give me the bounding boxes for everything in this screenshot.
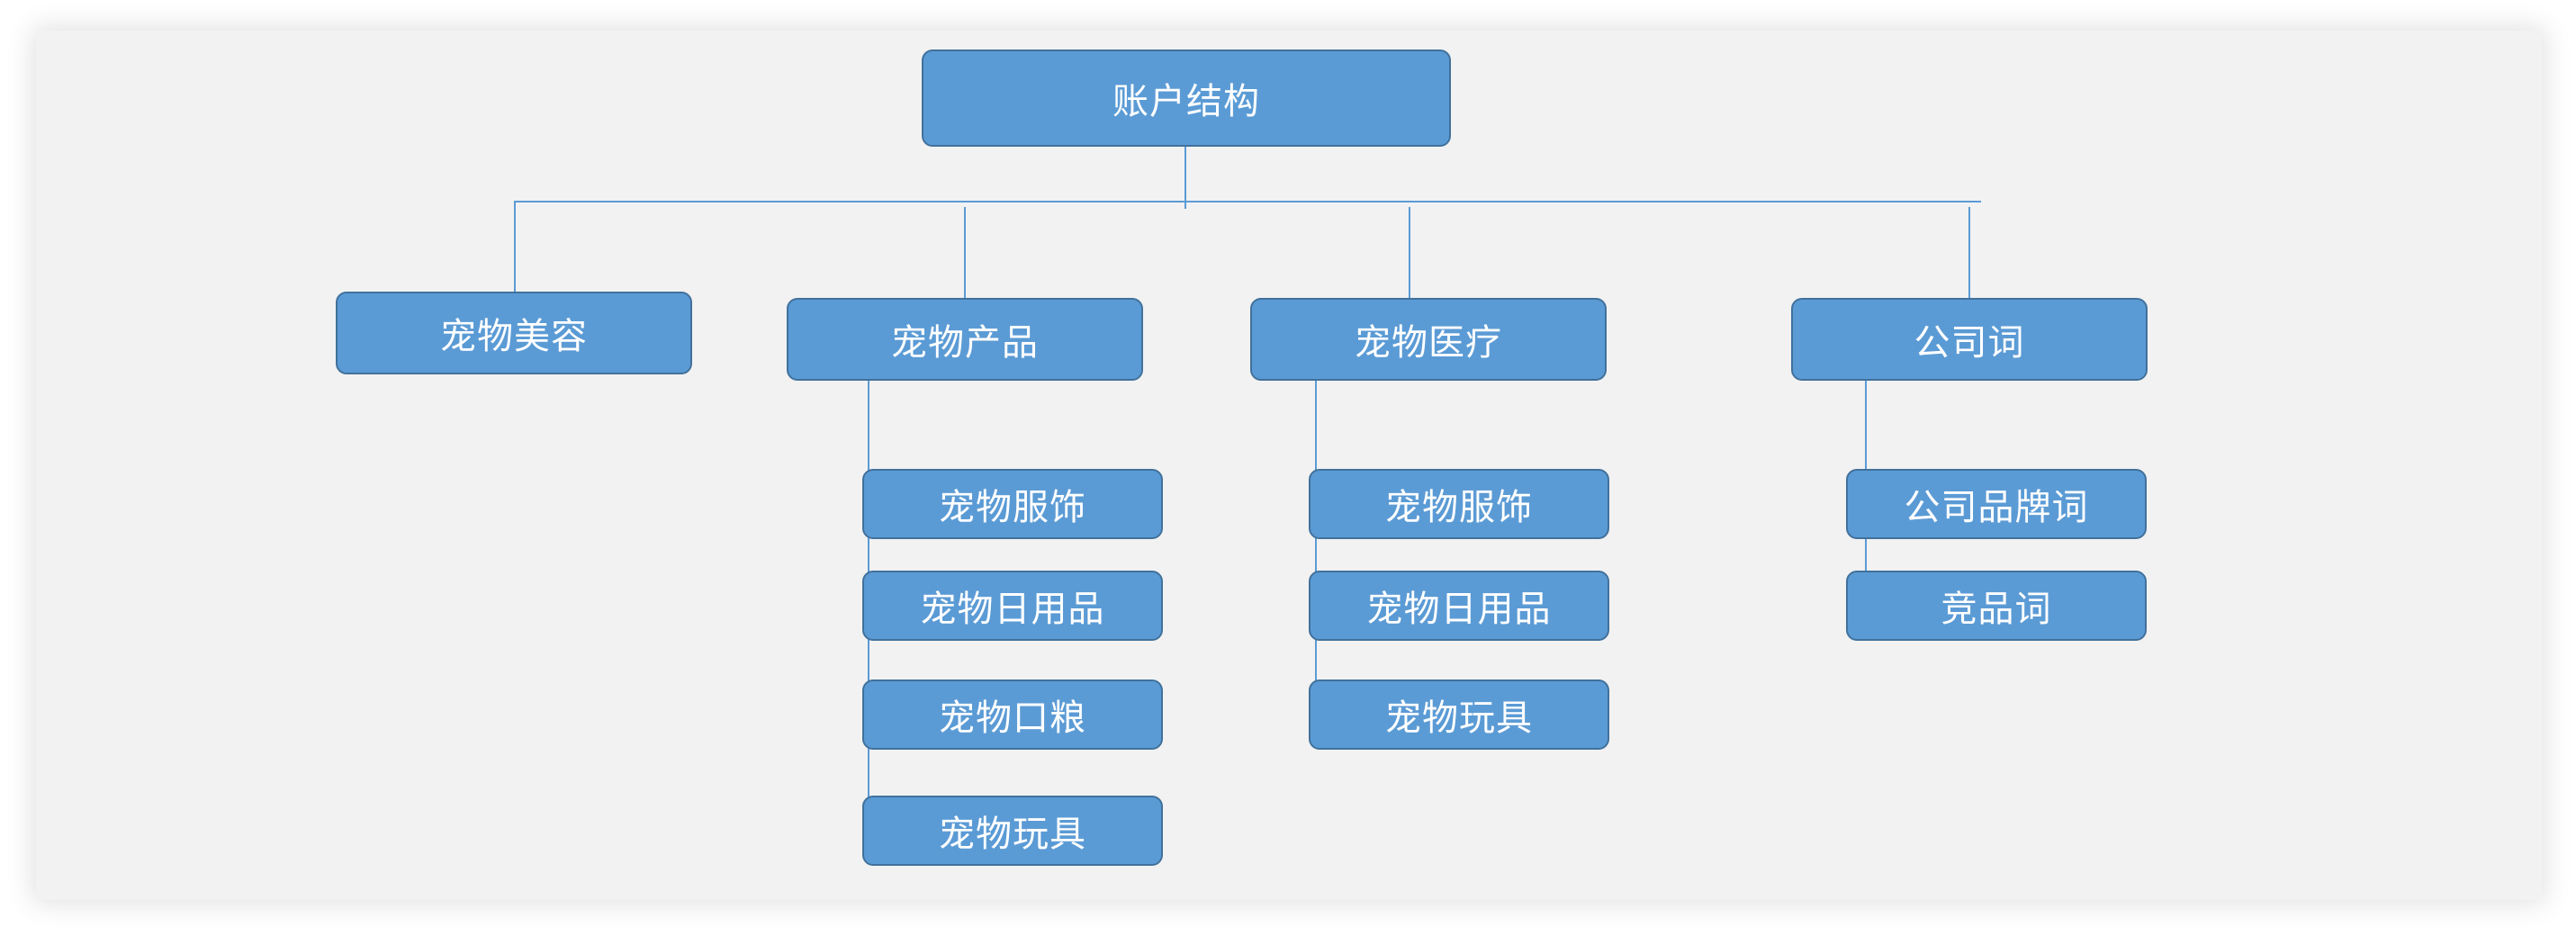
root-node-label: 账户结构 bbox=[1112, 81, 1260, 122]
root-node[interactable]: 账户结构 bbox=[922, 50, 1451, 147]
category-node-pet-medical[interactable]: 宠物医疗 bbox=[1250, 298, 1607, 381]
child-node-label: 宠物服饰 bbox=[939, 487, 1086, 528]
child-node[interactable]: 公司品牌词 bbox=[1846, 469, 2147, 539]
diagram-panel bbox=[36, 31, 2542, 900]
category-node-pet-grooming[interactable]: 宠物美容 bbox=[336, 292, 692, 374]
child-node[interactable]: 宠物服饰 bbox=[862, 469, 1163, 539]
child-node[interactable]: 宠物服饰 bbox=[1309, 469, 1609, 539]
child-node-label: 宠物服饰 bbox=[1385, 487, 1533, 528]
connector-to-category-3 bbox=[1409, 207, 1410, 299]
category-node-label: 公司词 bbox=[1914, 322, 2025, 364]
child-node[interactable]: 宠物日用品 bbox=[1309, 571, 1609, 641]
connector-bus bbox=[514, 201, 1981, 202]
child-node[interactable]: 宠物口粮 bbox=[862, 680, 1163, 750]
child-node-label: 公司品牌词 bbox=[1904, 487, 2089, 528]
child-node[interactable]: 竞品词 bbox=[1846, 571, 2147, 641]
connector-to-category-4 bbox=[1968, 207, 1970, 299]
category-node-label: 宠物美容 bbox=[440, 316, 588, 357]
child-node-label: 宠物日用品 bbox=[1366, 589, 1552, 630]
child-node[interactable]: 宠物日用品 bbox=[862, 571, 1163, 641]
connector-to-category-2 bbox=[964, 207, 966, 299]
category-node-label: 宠物医疗 bbox=[1355, 322, 1502, 364]
child-node[interactable]: 宠物玩具 bbox=[1309, 680, 1609, 750]
category-node-pet-products[interactable]: 宠物产品 bbox=[787, 298, 1143, 381]
category-node-label: 宠物产品 bbox=[891, 322, 1039, 364]
connector-to-category-1 bbox=[514, 201, 516, 292]
child-node-label: 宠物日用品 bbox=[920, 589, 1105, 630]
connector-root-stem bbox=[1184, 146, 1186, 209]
child-node-label: 竞品词 bbox=[1941, 589, 2052, 630]
category-node-company-terms[interactable]: 公司词 bbox=[1791, 298, 2148, 381]
child-node-label: 宠物玩具 bbox=[939, 814, 1086, 855]
child-node-label: 宠物口粮 bbox=[939, 698, 1086, 739]
child-node[interactable]: 宠物玩具 bbox=[862, 796, 1163, 866]
child-node-label: 宠物玩具 bbox=[1385, 698, 1533, 739]
